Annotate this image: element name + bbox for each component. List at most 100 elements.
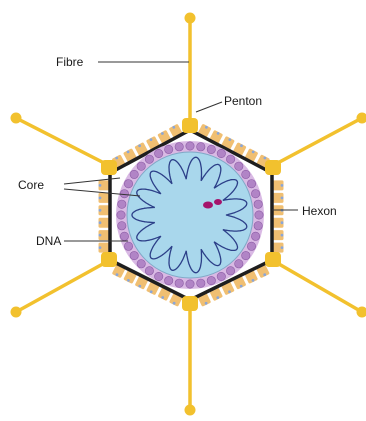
- hexon-dot: [228, 138, 231, 141]
- hexon-dot: [99, 209, 102, 212]
- hexon-dot: [240, 144, 243, 147]
- dna-label: DNA: [36, 234, 61, 248]
- hexon-dot: [138, 144, 141, 147]
- core-bead: [254, 200, 262, 208]
- hexon-dot: [264, 157, 267, 160]
- core-bead: [145, 155, 153, 163]
- core-bead: [186, 280, 194, 288]
- hexon-dot: [205, 126, 208, 129]
- hexon-dot: [127, 151, 130, 154]
- core-bead: [124, 242, 132, 250]
- hexon-dot: [281, 246, 284, 249]
- core-bead: [217, 149, 225, 157]
- core-bead: [251, 190, 259, 198]
- core-bead: [254, 222, 262, 230]
- penton-pointer: [196, 102, 222, 112]
- fibre-lower-right: [272, 260, 362, 312]
- hexon-dot: [173, 302, 176, 305]
- hexon-dot: [281, 197, 284, 200]
- hexon-dot: [205, 302, 208, 305]
- core-bead: [137, 260, 145, 268]
- hexon-dot: [150, 290, 153, 293]
- core-bead: [117, 211, 125, 219]
- fibre-knob: [185, 13, 196, 24]
- hexon-dot: [127, 279, 130, 282]
- core-bead: [207, 276, 215, 284]
- penton-bottom: [182, 296, 198, 311]
- fibre-knob: [11, 307, 22, 318]
- core-bead: [175, 143, 183, 151]
- fibre-upper-left: [16, 118, 110, 166]
- core-bead: [155, 149, 163, 157]
- core-bead: [251, 232, 259, 240]
- core-bead: [255, 211, 263, 219]
- hexon-dot: [99, 246, 102, 249]
- hexon-dot: [281, 184, 284, 187]
- hexon-dot: [138, 285, 141, 288]
- core-bead: [175, 279, 183, 287]
- penton-upper-right: [265, 160, 281, 175]
- core-bead: [120, 232, 128, 240]
- penton-upper-left: [101, 160, 117, 175]
- core-bead: [124, 180, 132, 188]
- core-bead: [226, 155, 234, 163]
- core-bead: [197, 143, 205, 151]
- core-bead: [145, 267, 153, 275]
- hexon-dot: [281, 221, 284, 224]
- hexon-dot: [263, 273, 266, 276]
- penton-lower-right: [265, 252, 281, 267]
- fibre-upper-right: [272, 118, 362, 166]
- hexon-dot: [99, 197, 102, 200]
- core-bead: [242, 170, 250, 178]
- core-bead: [165, 276, 173, 284]
- hexon-dot: [161, 296, 164, 299]
- core-bead: [197, 279, 205, 287]
- hexon-dot: [99, 184, 102, 187]
- core-bead: [235, 162, 243, 170]
- hexon-dot: [99, 234, 102, 237]
- hexon-dot: [217, 132, 220, 135]
- core-bead: [226, 267, 234, 275]
- core-bead: [137, 162, 145, 170]
- core-bead: [120, 190, 128, 198]
- hexon-dot: [281, 234, 284, 237]
- hexon-dot: [216, 296, 219, 299]
- penton-lower-left: [101, 252, 117, 267]
- core-bead: [130, 170, 138, 178]
- penton-label: Penton: [224, 94, 262, 108]
- core-bead: [217, 272, 225, 280]
- core-bead: [165, 145, 173, 153]
- core-bead: [155, 272, 163, 280]
- core-bead: [247, 180, 255, 188]
- hexon-dot: [115, 157, 118, 160]
- core-bead: [207, 145, 215, 153]
- terminal-protein: [203, 202, 213, 209]
- hexon-dot: [161, 132, 164, 135]
- hexon-dot: [228, 290, 231, 293]
- fibre-lower-left: [16, 260, 110, 312]
- fibre-knob: [11, 113, 22, 124]
- core-bead: [247, 242, 255, 250]
- hexon-dot: [240, 285, 243, 288]
- fibre-label: Fibre: [56, 55, 83, 69]
- core-bead: [130, 251, 138, 259]
- core-bead: [242, 251, 250, 259]
- hexon-dot: [252, 151, 255, 154]
- core-bead: [118, 222, 126, 230]
- hexon-label: Hexon: [302, 204, 337, 218]
- penton-top: [182, 118, 198, 133]
- core-label: Core: [18, 178, 44, 192]
- hexon-dot: [252, 279, 255, 282]
- core-bead: [235, 260, 243, 268]
- fibre-knob: [185, 405, 196, 416]
- core-bead: [118, 200, 126, 208]
- hexon-dot: [150, 138, 153, 141]
- core-bead: [186, 142, 194, 150]
- terminal-protein: [214, 199, 222, 205]
- hexon-dot: [99, 221, 102, 224]
- hexon-dot: [172, 126, 175, 129]
- core-body: [127, 152, 253, 278]
- hexon-dot: [116, 273, 119, 276]
- core: [116, 141, 264, 289]
